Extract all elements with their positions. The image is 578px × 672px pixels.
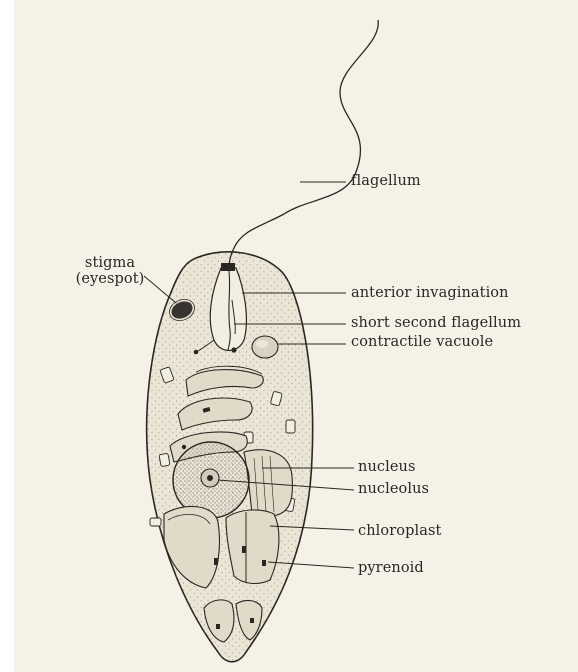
label-nucleus: nucleus	[358, 459, 416, 475]
label-contractile-vacuole: contractile vacuole	[351, 334, 493, 350]
flagellum-strand	[229, 20, 378, 268]
label-pyrenoid: pyrenoid	[358, 560, 424, 576]
basal-bodies	[221, 263, 235, 271]
label-chloroplast: chloroplast	[358, 523, 441, 539]
label-stigma-line2: (eyespot)	[70, 271, 150, 287]
label-short-second-flagellum: short second flagellum	[351, 315, 521, 331]
label-flagellum: flagellum	[351, 173, 421, 189]
label-nucleolus: nucleolus	[358, 481, 429, 497]
label-anterior-invagination: anterior invagination	[351, 285, 509, 301]
label-stigma: stigma (eyespot)	[70, 255, 150, 287]
label-stigma-line1: stigma	[70, 255, 150, 271]
